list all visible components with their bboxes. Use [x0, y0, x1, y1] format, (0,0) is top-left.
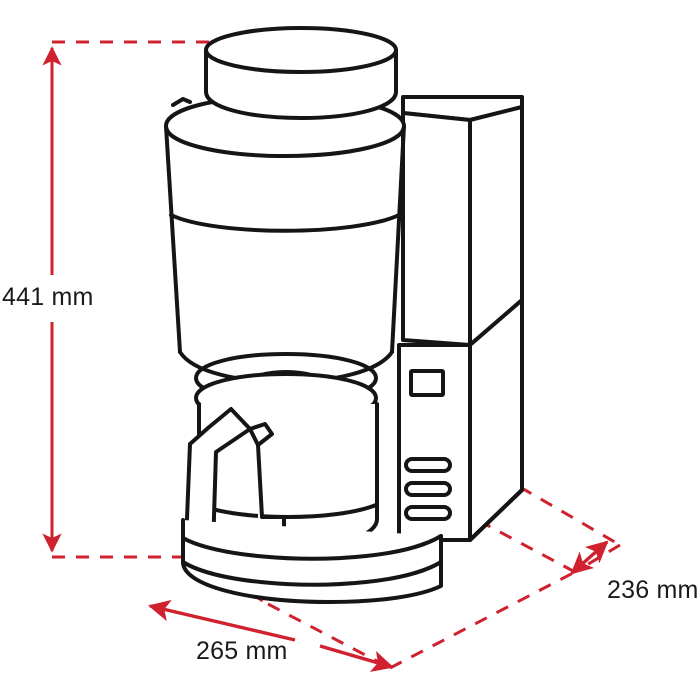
- control-button-1[interactable]: [404, 457, 452, 473]
- spout-notch: [171, 97, 192, 107]
- body-seam-band: [169, 213, 401, 233]
- base-top-seam: [181, 534, 443, 561]
- control-tower: [397, 95, 524, 542]
- control-tower-upper-front: [401, 111, 472, 347]
- height-dimension-label: 441 mm: [2, 283, 94, 311]
- body-right-wall: [390, 124, 406, 354]
- control-tower-base-chamfer: [468, 488, 524, 542]
- display-window[interactable]: [409, 369, 445, 397]
- ground-line-front-right: [389, 570, 576, 670]
- carafe-handle-thumb-rest: [248, 422, 274, 447]
- glass-carafe[interactable]: [184, 372, 379, 551]
- depth-dimension-label: 236 mm: [607, 576, 699, 604]
- body-left-wall: [164, 124, 182, 354]
- base-lower-seam: [181, 560, 443, 587]
- carafe-lower-seam: [198, 503, 378, 519]
- width-dimension-label: 265 mm: [196, 637, 288, 665]
- width-dimension-line-right: [319, 644, 394, 672]
- hopper-lid-top: [204, 26, 398, 74]
- depth-dimension-line: [570, 540, 609, 575]
- depth-extension-upper: [519, 485, 621, 547]
- machine-base: [181, 518, 443, 604]
- control-button-2[interactable]: [404, 481, 452, 497]
- bean-hopper-lid[interactable]: [204, 26, 398, 120]
- coffee-maker-outline: [164, 26, 524, 604]
- control-button-3[interactable]: [404, 505, 452, 521]
- width-dimension-line-left: [148, 599, 296, 642]
